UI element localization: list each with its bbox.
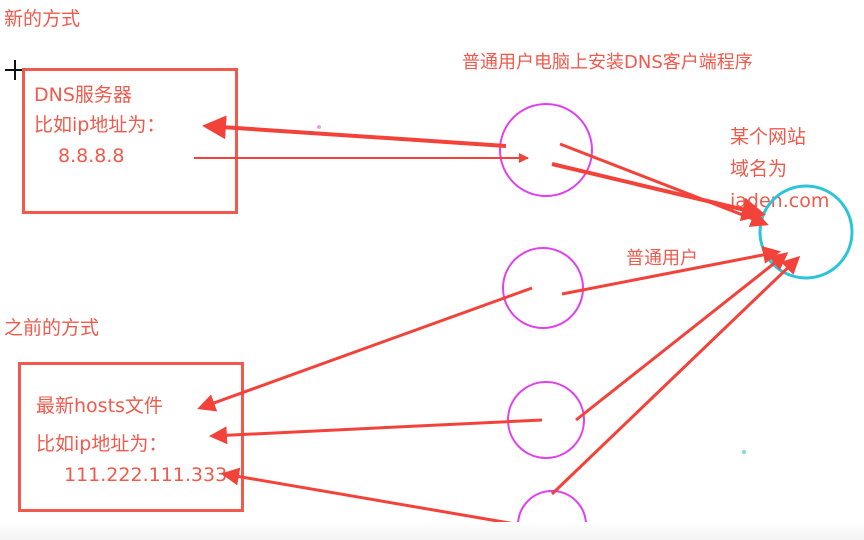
arrow-dns-response-to-server [202,115,507,148]
arrow-user4-to-website [550,255,801,496]
arrow-user1-to-website-b [551,162,766,222]
dns-server-title: DNS服务器 [34,84,132,106]
arrow-user4-to-hosts [221,467,551,532]
dns-server-ip-value: 8.8.8.8 [58,145,125,167]
user-computer-circle-1 [499,103,593,197]
user-computer-circle-3 [507,381,585,459]
arrow-user1-to-website-a [559,142,769,227]
user-computer-circle-2 [502,247,584,329]
crosshair-cursor-icon [5,60,25,80]
old-way-heading: 之前的方式 [4,317,100,339]
arrow-user2-to-hosts [197,286,533,412]
dns-server-ip-caption: 比如ip地址为： [34,114,166,136]
arrow-user3-to-hosts [209,418,543,445]
hosts-file-ip-caption: 比如ip地址为： [36,433,168,455]
bottom-edge-band [0,522,864,540]
decorative-dot-magenta [317,125,321,129]
dns-client-caption: 普通用户电脑上安装DNS客户端程序 [462,52,753,73]
hosts-file-box [18,362,244,512]
arrow-user3-to-website [575,252,789,422]
hosts-file-title: 最新hosts文件 [36,395,163,417]
normal-user-label: 普通用户 [626,248,698,269]
new-way-heading: 新的方式 [4,8,81,30]
dns-server-box [22,68,238,214]
arrow-user2-to-website [561,246,781,296]
website-circle [758,184,854,280]
decorative-dot-cyan [742,450,746,454]
hosts-file-ip-value: 111.222.111.333 [64,464,228,486]
website-label-line1: 某个网站 [730,126,807,148]
website-label-line2: 域名为 [730,158,788,180]
